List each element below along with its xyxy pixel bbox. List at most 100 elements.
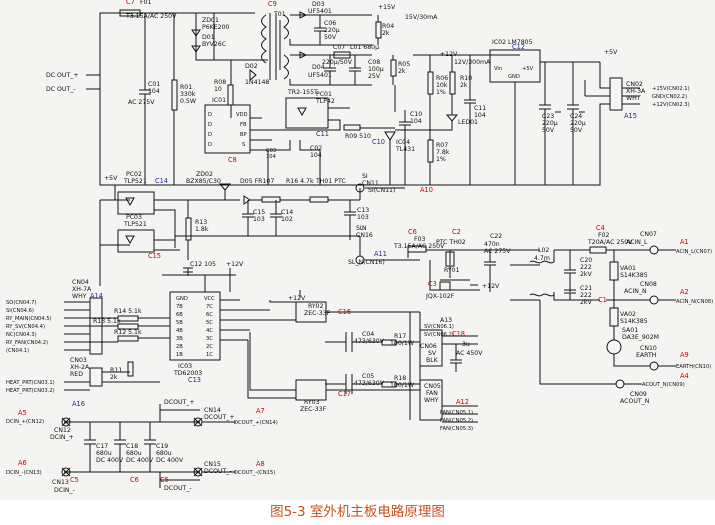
thermistor-th01 [309,196,329,203]
label-dcout-p-cn: DCOUT_+(CN14) [234,420,278,426]
label-va02-val: S14K385 [620,318,648,325]
label-r07: R07 [436,142,448,149]
label-c21-val: 222 [580,292,592,299]
label-c01-val: 104 [148,88,160,95]
label-cn05: CN05 [424,383,441,390]
label-ry01: RY01 [444,267,460,274]
label-d02: D02 [245,63,258,70]
label-cn02-p2: GND(CN02.2) [652,94,687,100]
label-d01: D01 [202,34,215,41]
label-c13: C13 [357,207,369,214]
label-c06: C06 [324,20,336,27]
label-sv1: SV(CN06.1) [424,324,454,330]
label-cn04-5: NC(CN04.3) [6,332,37,338]
label-cn04-2: SI(CN04.6) [6,308,34,314]
label-c6b: C6 [130,476,139,484]
label-r17: R17 [394,333,406,340]
label-c17b: C17 [96,443,108,450]
label-r01-val: 330k [180,91,196,98]
label-c14r: C14 [155,177,168,185]
resistor-r10 [449,71,456,95]
label-c01: C01 [148,81,160,88]
label-a15: A15 [624,112,637,120]
label-c06-val: 220μ [324,27,340,34]
label-p3b: 3B [176,336,183,342]
label-cn02-val: XH-3A [626,88,646,95]
label-c03-val: 104 [266,154,277,160]
optocoupler-pc02 [117,191,155,215]
label-a11: A11 [374,250,387,258]
label-r08: R08 [214,79,226,86]
label-vcc: VCC [204,296,215,302]
label-t01: T01 [273,11,286,18]
label-pc02: PC02 [126,171,142,178]
label-d05: D05 FR107 [240,178,274,185]
label-zd01: ZD01 [202,17,219,24]
label-tr2: TR2-155T [287,89,318,96]
label-sl-n: N [362,225,367,232]
label-cn15-val: DCOUT_- [204,468,232,475]
label-v12b: +12V [226,261,244,268]
diode-d05 [243,195,251,205]
label-c05-val: 473/630V [354,380,385,387]
optocoupler-pc01 [285,97,329,129]
label-a1: A1 [680,238,689,246]
label-dcin-n-lbl: DCIN_-(CN13) [6,470,42,476]
label-c03: C03 [266,148,276,154]
label-acin-n: ACIN_N(CN08) [676,299,713,305]
label-v12ma: 12V/300mA [454,59,491,66]
label-r04-val: 2k [382,30,390,37]
label-c22-val-line2: AC 275V [484,248,511,255]
label-f02: F02 [598,232,609,239]
label-c20-val: 222 [580,264,592,271]
label-dc-out-n: DC OUT_- [46,86,76,93]
label-c13-val: 103 [357,214,369,221]
label-c04: C04 [362,331,374,338]
label-vin: Vin [494,66,502,72]
label-c4: C4 [596,224,605,232]
label-r11-val: 2k [110,374,118,381]
label-c23: C23 [542,113,554,120]
fuse-f03 [407,245,427,253]
label-zd01-val: P6KE200 [202,24,230,31]
resistor-r13 [185,217,192,241]
resistor-r05 [390,59,397,77]
label-cn03-val: XH-2A [70,364,90,371]
label-r14: R14 5.1k [114,308,142,315]
label-c18-val2: AC 450V [456,350,483,357]
label-led01: LED01 [458,119,478,126]
label-c18-val: 3u [462,341,470,348]
label-d03: D03 [312,1,325,8]
label-r01: R01 [180,84,192,91]
label-d02-val: 1N4148 [245,79,269,86]
label-ic03-val: TD62003 [173,370,202,377]
label-cn02-col: WHT [626,95,641,102]
label-r18-val: 100/1W [390,382,414,389]
label-gnd2: GND [176,296,188,302]
power-supply-section [86,9,640,186]
label-cn16: CN16 [356,232,373,239]
label-cn07-val: ACIN_L [626,239,648,246]
label-ic-d2: D [208,122,212,128]
label-c08-val-line2: 25V [368,73,381,80]
label-v15: +15V [378,4,396,11]
label-a5: A5 [18,409,27,417]
label-ic04-val: TL431 [395,146,415,153]
label-cn04: CN04 [72,279,89,286]
label-p5b: 5B [176,320,183,326]
label-p7c: 7C [206,304,213,310]
label-va02: VA02 [620,311,636,318]
label-r08-val: 10 [214,86,222,93]
label-a6: A6 [18,459,27,467]
led01 [445,114,459,122]
label-c22-val: 470n [484,241,500,248]
label-zd02: ZD02 [196,171,213,178]
label-a10: A10 [420,186,433,194]
zener-zd02 [218,183,232,191]
fuse-f01 [119,9,141,17]
label-c2: C2 [452,228,461,236]
connector-cn06 [419,329,443,367]
label-c15-val: 103 [253,216,265,223]
label-v12: +12V [440,51,458,58]
